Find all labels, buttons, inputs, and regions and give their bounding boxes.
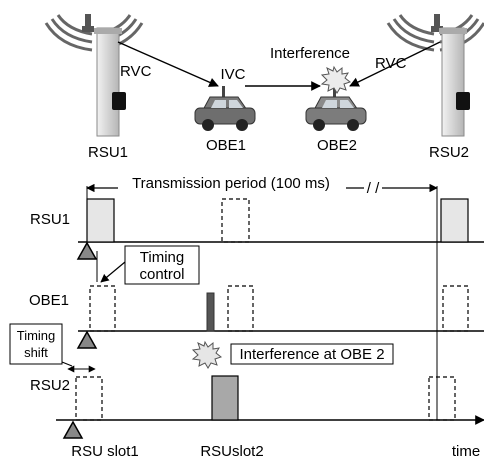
row-label-rsu1: RSU1 [30,211,70,228]
obe1-slot-marker-icon [76,330,98,349]
rsu2-label: RSU2 [429,144,469,161]
period-break-mark: / / [367,180,380,197]
timing-control-line2: control [139,266,184,283]
rsu1-slot-marker-icon [76,241,98,260]
interference-label: Interference [270,45,350,62]
timing-shift-line1: Timing [17,328,56,343]
timing-control-pointer [100,261,126,283]
rvc-label-left: RVC [120,63,152,80]
burst-icon [191,340,223,369]
obe1-pulse-slot2-dashed [227,285,254,332]
rsu-device-icon [112,92,126,110]
obe2-label: OBE2 [317,137,357,154]
rsu2-pulse-next-dashed [428,376,456,421]
timing-control-line1: Timing [140,249,184,266]
obe1-car-icon [194,86,256,131]
rvc-arrow-right [349,41,441,87]
rsu2-pulse-slot2 [211,375,239,421]
rsu1-label: RSU1 [88,144,128,161]
rsu-slot1-label: RSU slot1 [71,443,139,460]
rsu-device-icon [456,92,470,110]
ivc-label: IVC [220,66,245,83]
row-label-obe1: OBE1 [29,292,69,309]
rsu2-slot-marker-icon [62,420,84,439]
time-axis-label: time [452,443,480,460]
rsu2-tower [386,14,484,137]
rvc-arrow-left [117,41,219,87]
obe2-car-icon [305,86,367,131]
rsu2-pulse-slot1-dashed [75,376,103,421]
row-label-rsu2: RSU2 [30,377,70,394]
burst-icon [320,65,352,94]
obe1-label: OBE1 [206,137,246,154]
rsu1-pulse-slot2-dashed [221,198,250,243]
obe1-pulse-next-dashed [442,285,469,332]
rvc-label-right: RVC [375,55,407,72]
rsu1-tower [44,14,144,137]
obe1-pulse-slot1-dashed [89,285,116,332]
timing-control-box [124,245,200,285]
timing-shift-line2: shift [24,345,48,360]
rsu1-pulse-next [440,198,469,243]
transmission-period-label: Transmission period (100 ms) [132,175,330,192]
interference-obe2-box [230,343,394,365]
obe1-transmission-bar [206,292,215,332]
rsu1-pulse-slot1 [86,198,115,243]
timing-shift-box [9,323,63,365]
rsu-slot2-label: RSUslot2 [200,443,263,460]
timing-shift-pointer [61,361,73,367]
signal-waves-icon [44,14,144,52]
interference-obe2-label: Interference at OBE 2 [239,346,384,363]
